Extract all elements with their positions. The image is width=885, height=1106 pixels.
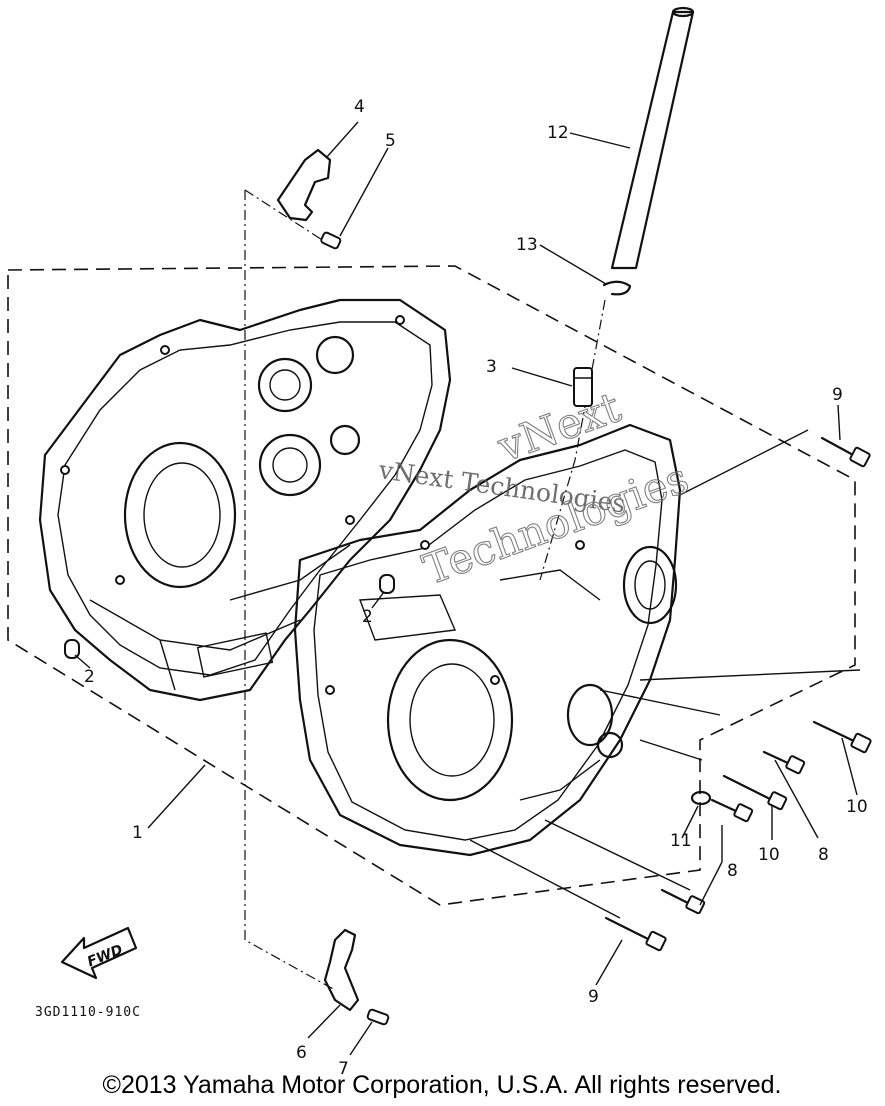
callout-4: 4 [354,97,365,117]
callout-2-left: 2 [84,667,95,687]
stopper-plate-upper [276,148,332,222]
dowel-pin-left [64,639,80,659]
hose-clip [602,280,632,296]
fwd-label: FWD [85,942,125,971]
watermark-line-2: vNext [491,382,627,471]
alignment-line-hose [539,299,606,581]
callout-3: 3 [486,357,497,377]
bolt-10-right [812,720,872,754]
callout-8-center: 8 [727,861,738,881]
callout-13: 13 [516,235,538,255]
bolt-8-lower [660,888,706,915]
callout-5: 5 [385,131,396,151]
screw-upper [320,231,342,250]
assembly-boundary [7,265,856,906]
callout-10-center: 10 [758,845,780,865]
callout-10-right: 10 [846,797,868,817]
callout-8-right: 8 [818,845,829,865]
screw-lower [366,1008,390,1026]
bolt-9-lower [604,916,667,952]
bolt-8-right [762,750,806,775]
callout-9-lower: 9 [588,987,599,1007]
callout-2-center: 2 [362,607,373,627]
alignment-line-left [244,190,336,991]
o-ring [690,790,712,806]
dowel-pin-center [379,574,395,594]
bolt-8-center [710,798,754,823]
leader-lines [74,121,861,1056]
callout-6: 6 [296,1043,307,1063]
breather-pipe [573,367,593,407]
callout-numbers: 1 2 2 3 4 5 6 7 8 8 9 9 10 10 11 12 13 [84,97,868,1079]
callout-7: 7 [338,1059,349,1079]
bolt-10-center [722,774,788,811]
callout-1: 1 [132,823,143,843]
callout-12: 12 [547,123,569,143]
right-crankcase-half [293,423,682,857]
bolt-9-upper [820,436,871,468]
callout-9-upper: 9 [832,385,843,405]
drawing-code: 3GD1110-910C [35,1005,141,1020]
stopper-plate-lower [323,928,360,1012]
left-crankcase-half [38,298,452,702]
alignment-line-top [244,189,331,246]
fwd-arrow: FWD [60,926,138,980]
breather-hose [610,6,695,270]
callout-11: 11 [670,831,692,851]
copyright-footer: ©2013 Yamaha Motor Corporation, U.S.A. A… [103,1071,782,1099]
